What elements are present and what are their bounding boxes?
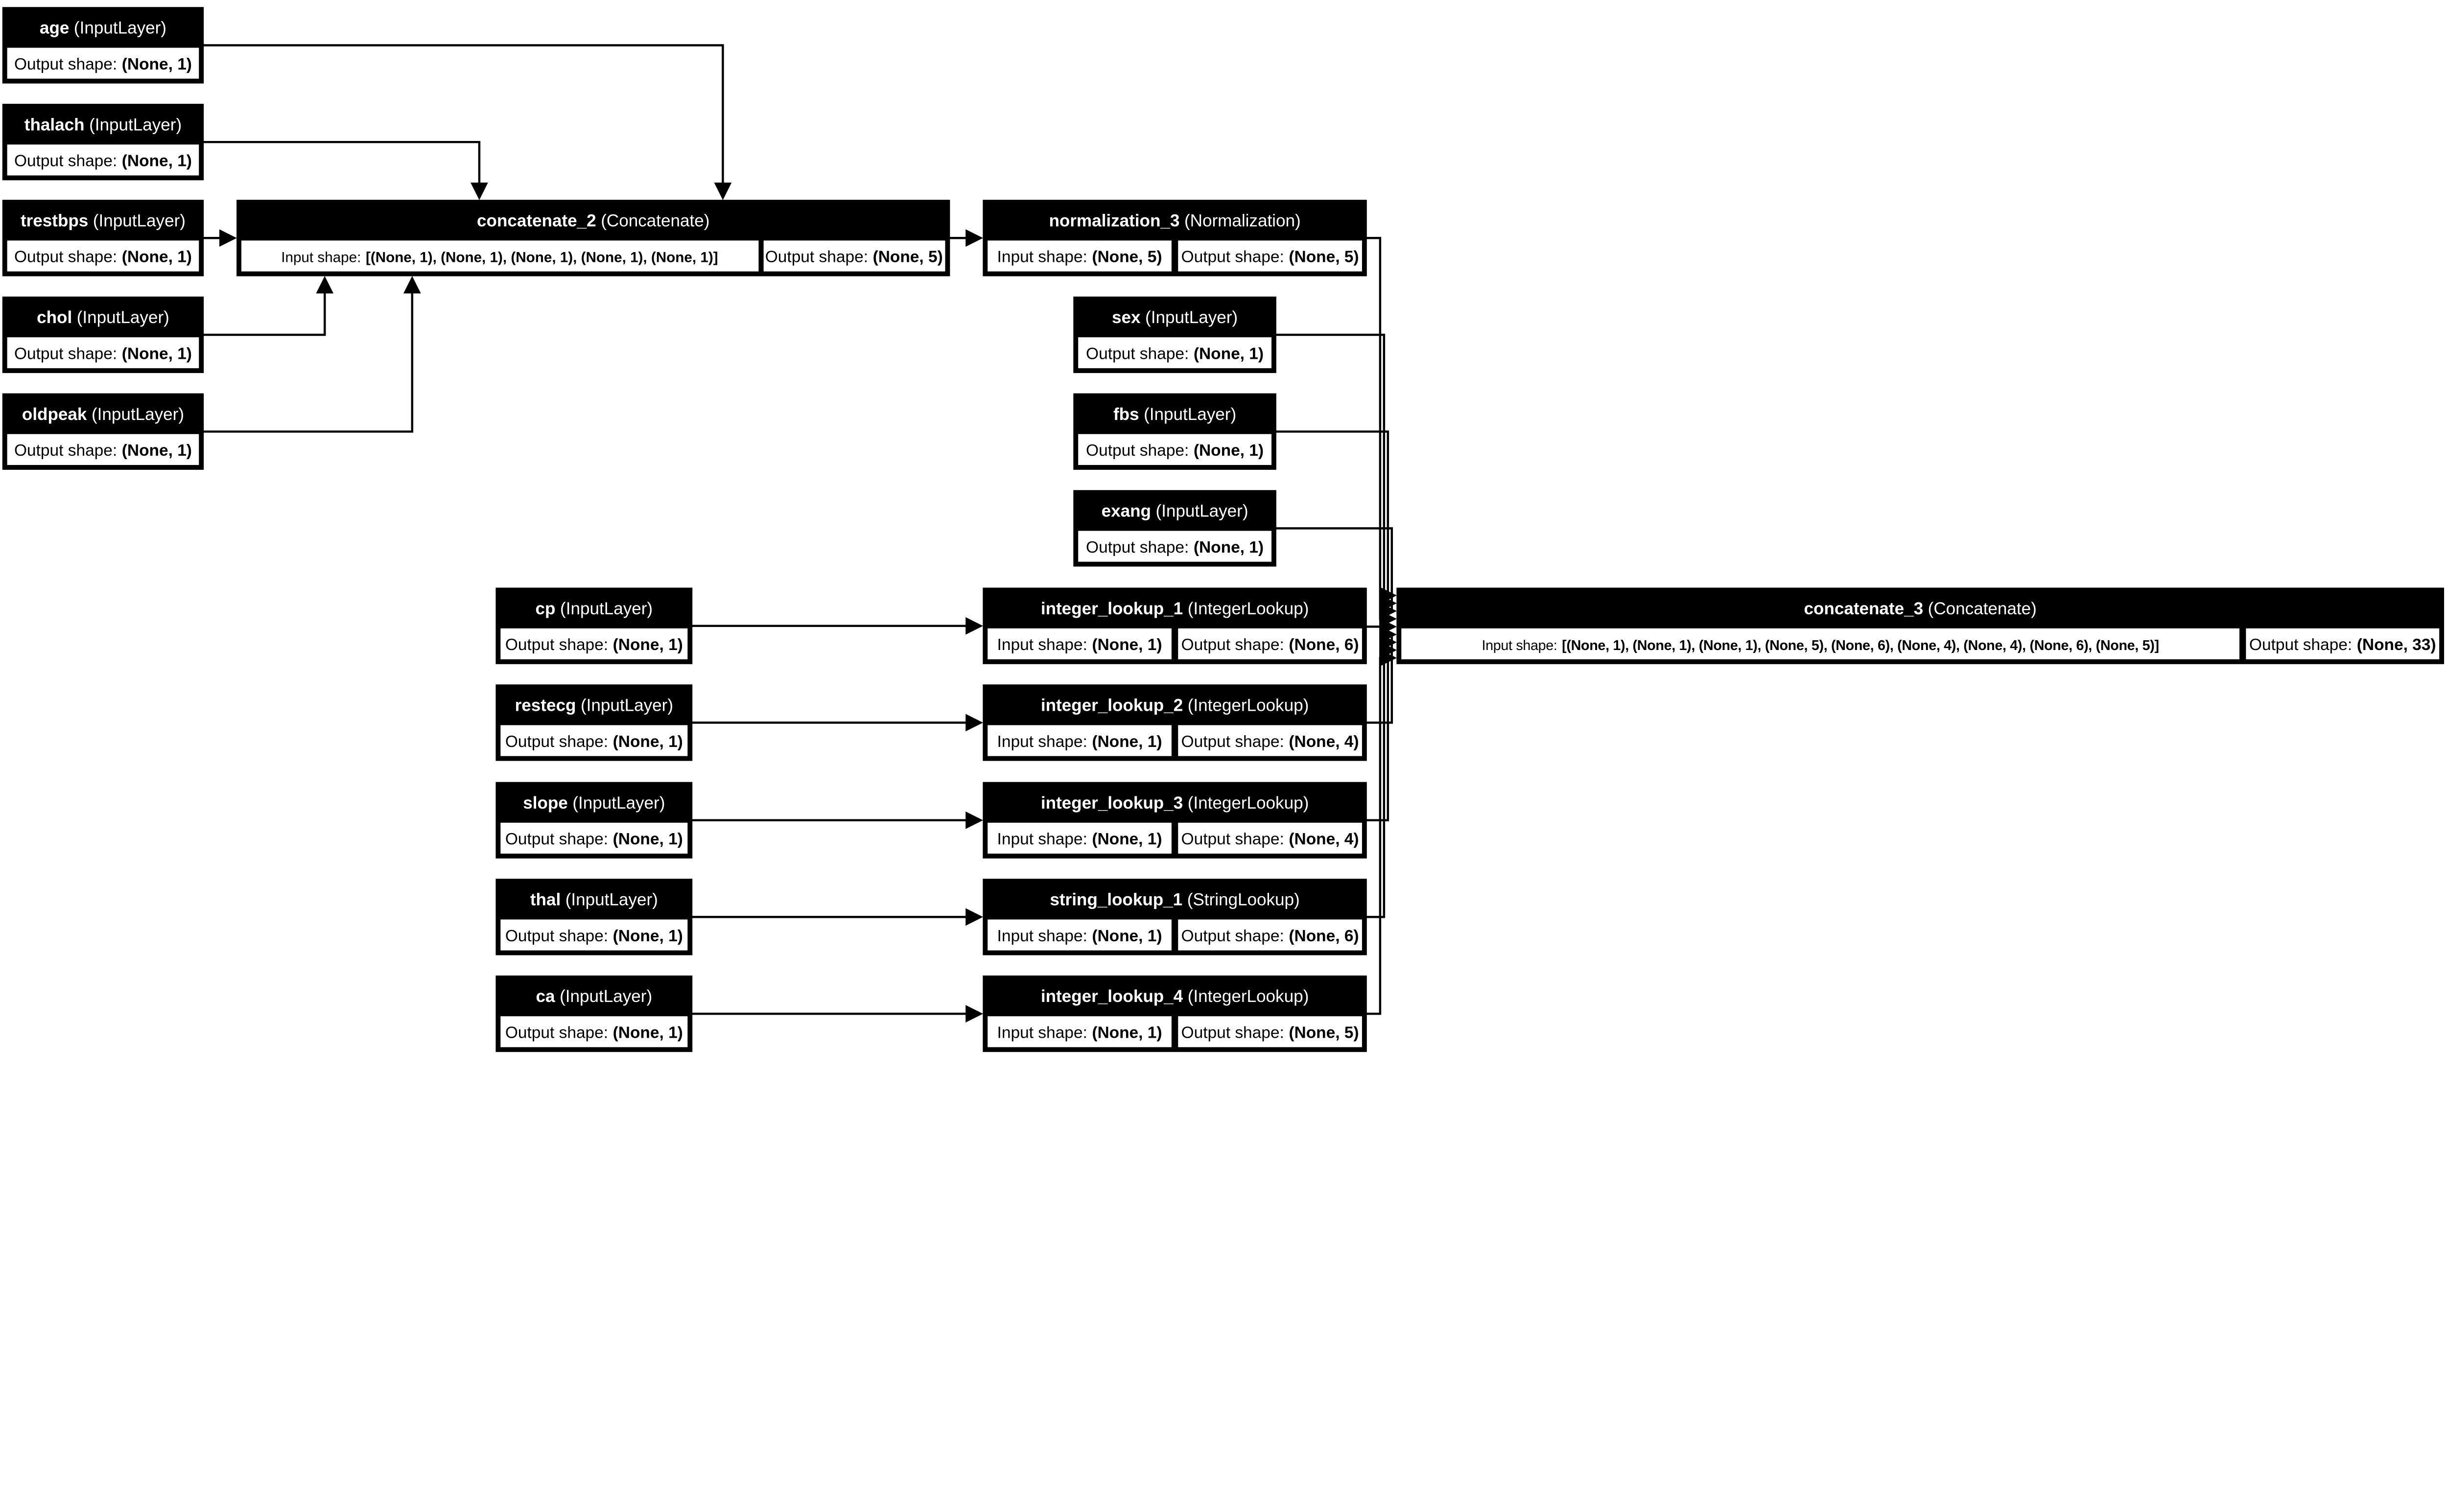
node-trestbps-output-shape: Output shape:(None, 1)	[14, 248, 192, 266]
node-thalach-output-shape: Output shape:(None, 1)	[14, 152, 192, 170]
node-sex-output-shape: Output shape:(None, 1)	[1086, 345, 1264, 363]
node-restecg-output-shape: Output shape:(None, 1)	[505, 733, 683, 751]
node-chol-title: chol(InputLayer)	[37, 308, 169, 327]
node-integer_lookup_2-output-shape: Output shape:(None, 4)	[1181, 733, 1359, 751]
node-integer_lookup_3-title: integer_lookup_3(IntegerLookup)	[1041, 793, 1309, 813]
node-slope-title: slope(InputLayer)	[523, 793, 665, 813]
node-oldpeak-title: oldpeak(InputLayer)	[22, 405, 184, 424]
node-restecg-title: restecg(InputLayer)	[515, 696, 673, 715]
node-concatenate_2-input-shape: Input shape:[(None, 1), (None, 1), (None…	[281, 250, 718, 266]
node-age-output-shape: Output shape:(None, 1)	[14, 55, 192, 73]
node-concatenate_2-output-shape: Output shape:(None, 5)	[765, 248, 943, 266]
edge-fbs-concatenate_3	[1275, 430, 1397, 612]
node-chol-output-shape: Output shape:(None, 1)	[14, 345, 192, 363]
node-ca-output-shape: Output shape:(None, 1)	[505, 1024, 683, 1042]
edges	[203, 44, 1397, 1023]
node-restecg: restecg(InputLayer) Output shape:(None, …	[495, 684, 693, 761]
keras-model-graph: age(InputLayer) Output shape:(None, 1) t…	[2, 7, 2445, 1052]
node-integer_lookup_2-title: integer_lookup_2(IntegerLookup)	[1041, 696, 1309, 715]
node-sex: sex(InputLayer) Output shape:(None, 1)	[1073, 296, 1276, 373]
node-age: age(InputLayer) Output shape:(None, 1)	[2, 7, 204, 84]
node-integer_lookup_2-input-shape: Input shape:(None, 1)	[997, 733, 1162, 751]
edge-oldpeak-concatenate_2	[203, 276, 421, 433]
node-cp-title: cp(InputLayer)	[536, 599, 653, 618]
node-fbs-output-shape: Output shape:(None, 1)	[1086, 442, 1264, 460]
node-integer_lookup_4-input-shape: Input shape:(None, 1)	[997, 1024, 1162, 1042]
node-integer_lookup_3: integer_lookup_3(IntegerLookup) Input sh…	[983, 782, 1367, 859]
node-string_lookup_1-input-shape: Input shape:(None, 1)	[997, 927, 1162, 945]
node-concatenate_3: concatenate_3(Concatenate) Input shape:[…	[1396, 587, 2445, 664]
node-thal-title: thal(InputLayer)	[530, 890, 658, 909]
node-thalach: thalach(InputLayer) Output shape:(None, …	[2, 104, 204, 181]
node-oldpeak: oldpeak(InputLayer) Output shape:(None, …	[2, 393, 204, 470]
node-exang: exang(InputLayer) Output shape:(None, 1)	[1073, 490, 1276, 567]
node-string_lookup_1-title: string_lookup_1(StringLookup)	[1050, 890, 1299, 909]
edge-age-concatenate_2	[203, 44, 732, 200]
node-slope-output-shape: Output shape:(None, 1)	[505, 830, 683, 848]
node-thalach-title: thalach(InputLayer)	[24, 115, 182, 134]
node-string_lookup_1: string_lookup_1(StringLookup) Input shap…	[983, 879, 1367, 955]
node-sex-title: sex(InputLayer)	[1112, 308, 1238, 327]
node-ca: ca(InputLayer) Output shape:(None, 1)	[495, 975, 693, 1052]
node-integer_lookup_4-title: integer_lookup_4(IntegerLookup)	[1041, 987, 1309, 1006]
node-concatenate_2: concatenate_2(Concatenate) Input shape:[…	[236, 200, 950, 277]
edge-thalach-concatenate_2	[203, 140, 488, 200]
node-ca-title: ca(InputLayer)	[536, 987, 653, 1006]
edge-integer_lookup_4-concatenate_3	[1366, 649, 1397, 1015]
node-concatenate_3-output-shape: Output shape:(None, 33)	[2249, 636, 2436, 654]
node-integer_lookup_3-input-shape: Input shape:(None, 1)	[997, 830, 1162, 848]
node-cp: cp(InputLayer) Output shape:(None, 1)	[495, 587, 693, 664]
node-fbs: fbs(InputLayer) Output shape:(None, 1)	[1073, 393, 1276, 470]
edge-chol-concatenate_2	[203, 276, 334, 336]
node-age-title: age(InputLayer)	[40, 19, 166, 38]
node-oldpeak-output-shape: Output shape:(None, 1)	[14, 442, 192, 460]
node-thal-output-shape: Output shape:(None, 1)	[505, 927, 683, 945]
edge-sex-concatenate_3	[1275, 333, 1397, 605]
node-integer_lookup_1-input-shape: Input shape:(None, 1)	[997, 636, 1162, 654]
edge-exang-concatenate_3	[1275, 527, 1397, 620]
node-exang-output-shape: Output shape:(None, 1)	[1086, 538, 1264, 557]
node-fbs-title: fbs(InputLayer)	[1113, 405, 1236, 424]
edge-normalization_3-concatenate_3	[1366, 237, 1397, 628]
node-concatenate_3-title: concatenate_3(Concatenate)	[1804, 599, 2036, 618]
node-cp-output-shape: Output shape:(None, 1)	[505, 636, 683, 654]
node-integer_lookup_3-output-shape: Output shape:(None, 4)	[1181, 830, 1359, 848]
node-integer_lookup_1-output-shape: Output shape:(None, 6)	[1181, 636, 1359, 654]
node-integer_lookup_4-output-shape: Output shape:(None, 5)	[1181, 1024, 1359, 1042]
node-normalization_3-title: normalization_3(Normalization)	[1049, 211, 1300, 230]
node-integer_lookup_4: integer_lookup_4(IntegerLookup) Input sh…	[983, 975, 1367, 1052]
node-string_lookup_1-output-shape: Output shape:(None, 6)	[1181, 927, 1359, 945]
node-concatenate_3-input-shape: Input shape:[(None, 1), (None, 1), (None…	[1482, 638, 2159, 653]
node-trestbps: trestbps(InputLayer) Output shape:(None,…	[2, 200, 204, 277]
node-chol: chol(InputLayer) Output shape:(None, 1)	[2, 296, 204, 373]
node-integer_lookup_2: integer_lookup_2(IntegerLookup) Input sh…	[983, 684, 1367, 761]
node-normalization_3-output-shape: Output shape:(None, 5)	[1181, 248, 1359, 266]
node-integer_lookup_1: integer_lookup_1(IntegerLookup) Input sh…	[983, 587, 1367, 664]
node-integer_lookup_1-title: integer_lookup_1(IntegerLookup)	[1041, 599, 1309, 618]
model-architecture-diagram: age(InputLayer) Output shape:(None, 1) t…	[2, 7, 2445, 1052]
node-normalization_3-input-shape: Input shape:(None, 5)	[997, 248, 1162, 266]
node-exang-title: exang(InputLayer)	[1102, 501, 1248, 520]
node-normalization_3: normalization_3(Normalization) Input sha…	[983, 200, 1367, 277]
node-trestbps-title: trestbps(InputLayer)	[21, 211, 186, 230]
node-concatenate_2-title: concatenate_2(Concatenate)	[477, 211, 709, 230]
node-slope: slope(InputLayer) Output shape:(None, 1)	[495, 782, 693, 859]
node-thal: thal(InputLayer) Output shape:(None, 1)	[495, 879, 693, 955]
